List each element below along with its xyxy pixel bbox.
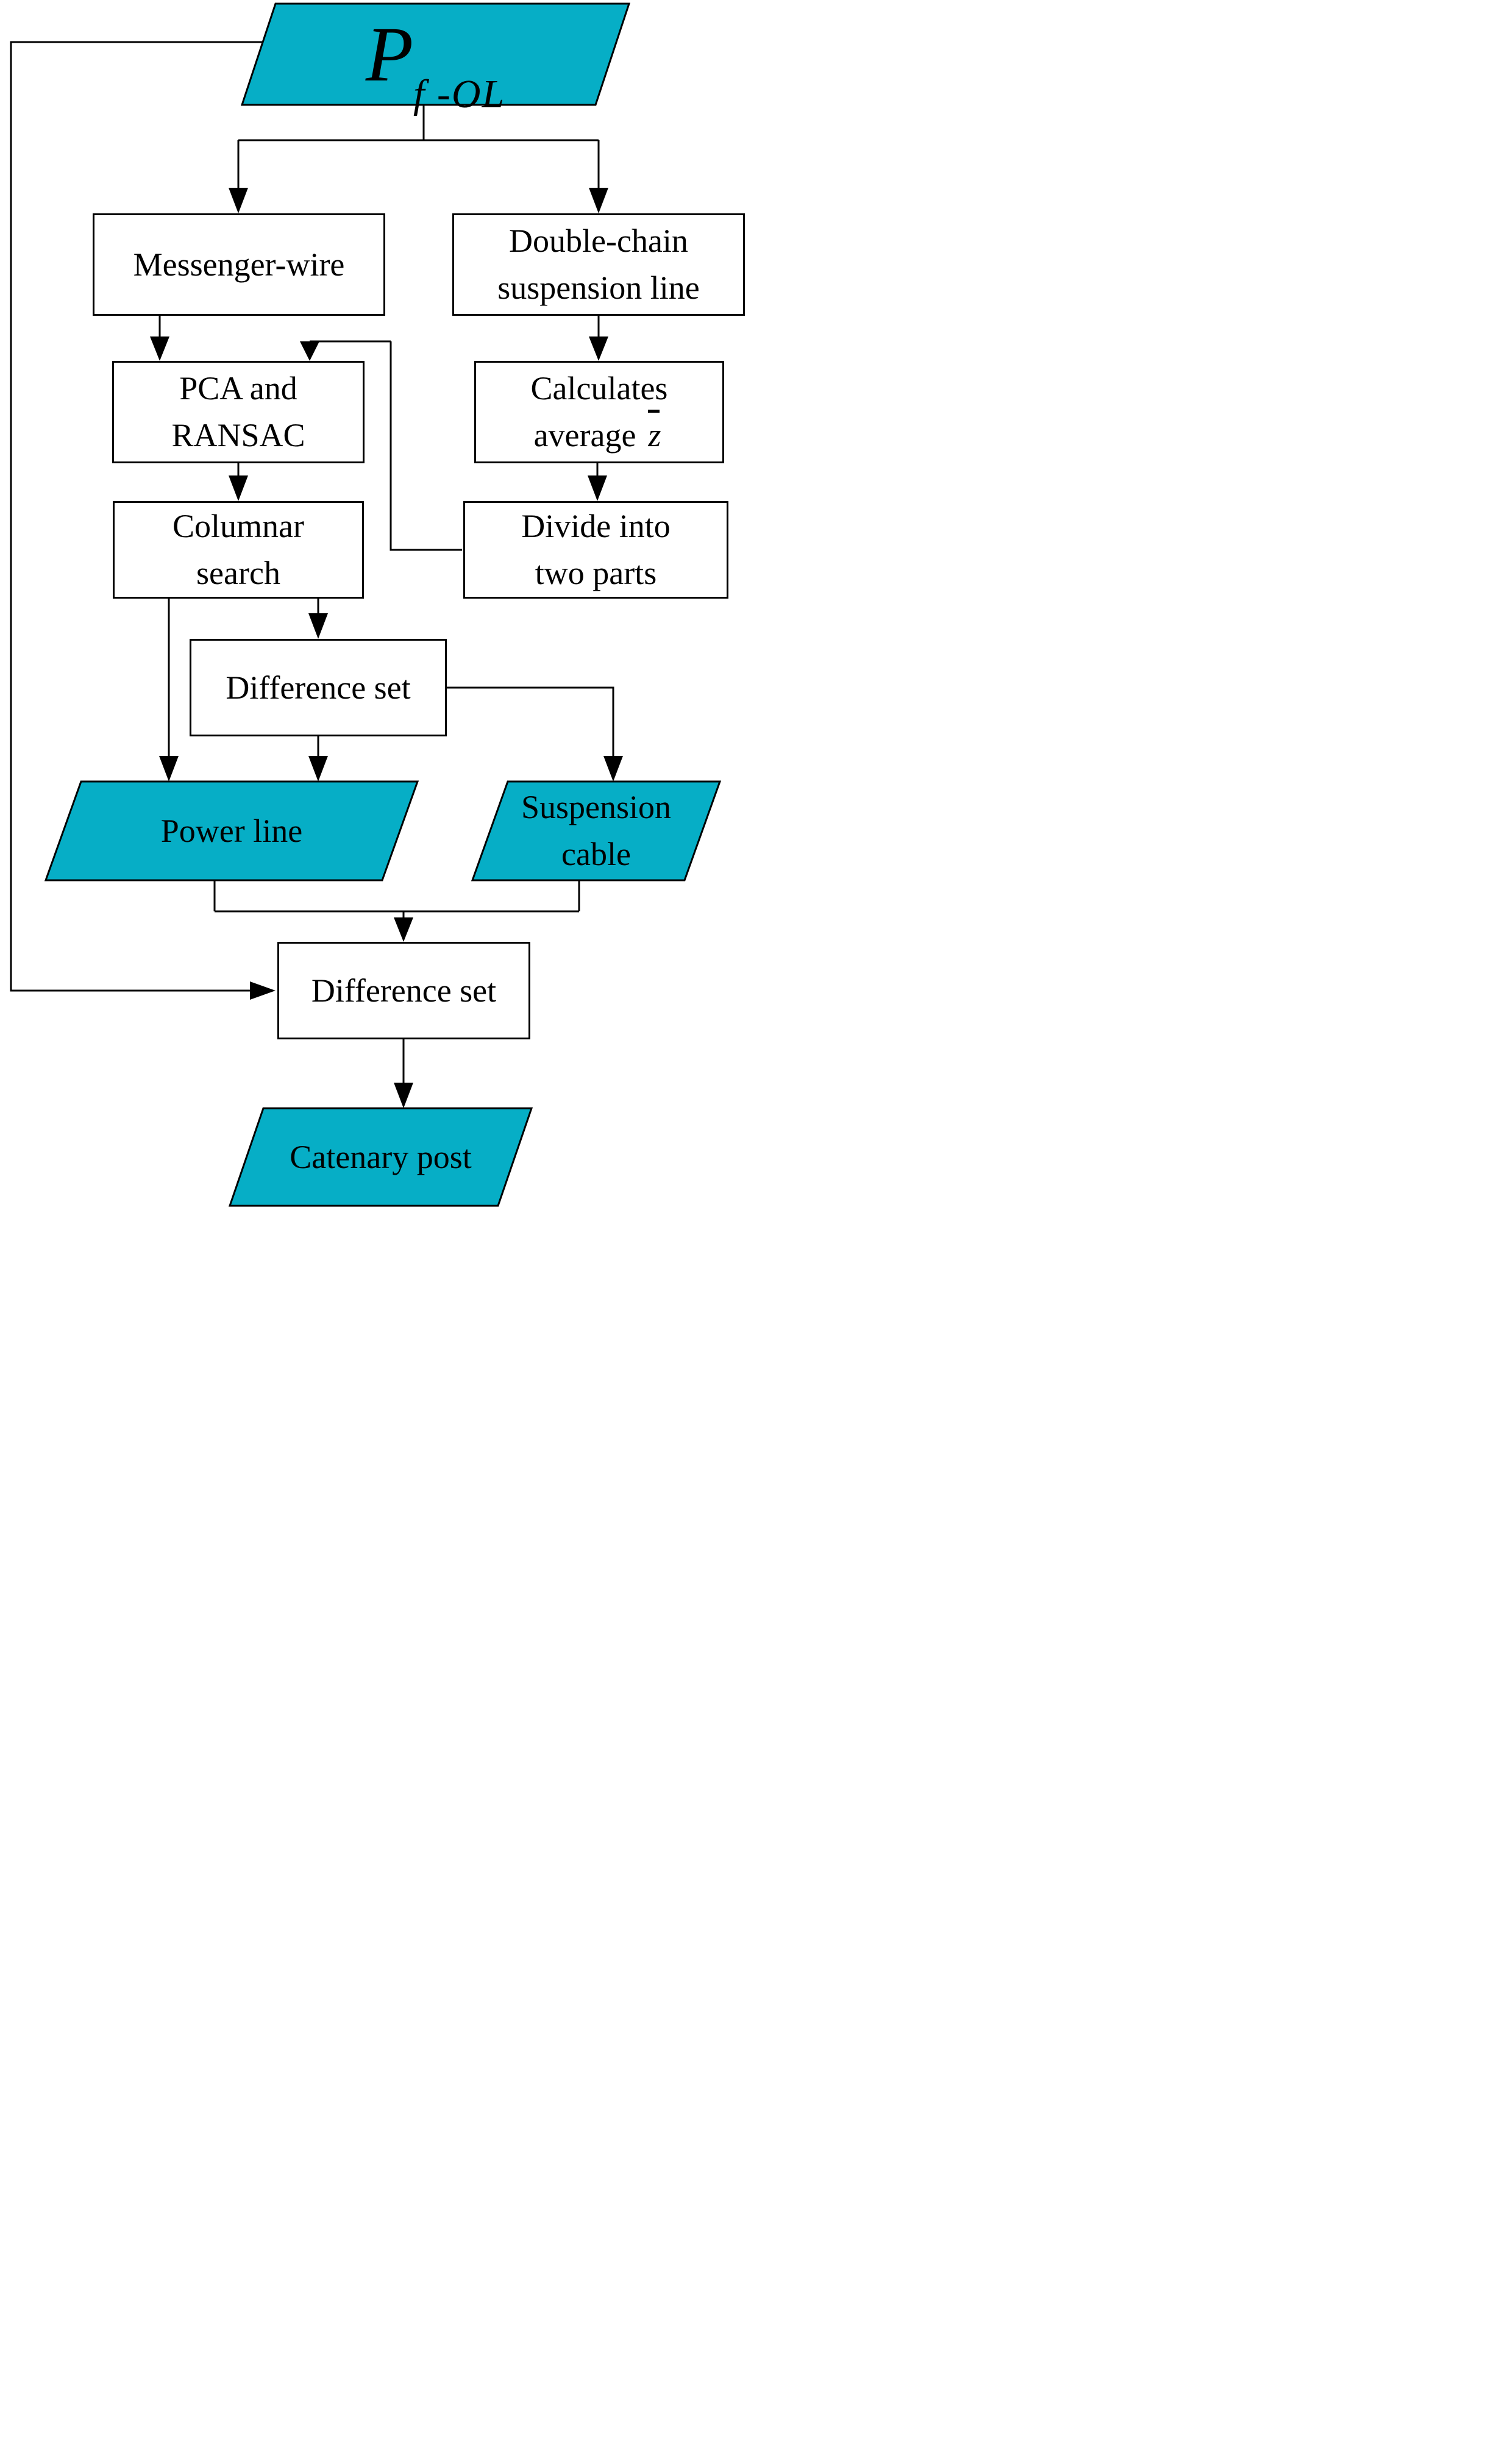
double-chain-line1: Double-chain (509, 223, 688, 260)
pfol-subscript: f -OL (413, 72, 506, 116)
arrowhead-into-difference-set-1 (308, 613, 328, 639)
divide-two-parts-box: Divide into two parts (463, 501, 728, 599)
double-chain-line2: suspension line (497, 269, 700, 306)
arrowhead-into-calculates (589, 336, 608, 361)
pca-line1: PCA and (179, 370, 297, 407)
arrowhead-into-catenary (394, 1083, 413, 1108)
catenary-post-node: Catenary post (230, 1108, 532, 1206)
connector-layer (10, 2, 722, 1207)
arrowhead-into-difference-set-2-top (394, 917, 413, 942)
flowchart-canvas: Pf -OL Messenger-wire Double-chain suspe… (0, 0, 752, 1232)
edge-difference-set-1-to-suspension (442, 686, 614, 757)
difference-set-2-label: Difference set (311, 972, 497, 1009)
calculates-line1: Calculates (530, 370, 668, 407)
suspension-cable-node: Suspension cable (472, 782, 720, 880)
power-line-label: Power line (160, 812, 303, 849)
pfol-node: Pf -OL (242, 4, 629, 115)
arrowhead-into-divide (588, 475, 607, 501)
edge-pfol-feedback-loop (10, 41, 263, 992)
arrowhead-into-pca-left (150, 336, 169, 361)
arrowhead-into-suspension-cable (603, 756, 623, 782)
catenary-post-parallelogram (228, 1107, 533, 1207)
pca-line2: RANSAC (171, 417, 305, 454)
pfol-symbol: P (365, 11, 413, 98)
pfol-parallelogram (240, 2, 631, 106)
arrowhead-into-columnar (229, 475, 248, 501)
suspension-cable-line2: cable (561, 836, 631, 872)
power-line-node: Power line (46, 782, 418, 880)
average-text: average (533, 417, 636, 454)
suspension-cable-parallelogram (471, 780, 722, 881)
z-bar-symbol: z (644, 417, 664, 454)
catenary-post-label: Catenary post (290, 1138, 472, 1175)
arrowhead-into-messenger (229, 188, 248, 213)
arrowhead-into-pca-right (300, 341, 319, 361)
arrowhead-into-double-chain (589, 188, 608, 213)
suspension-cable-line1: Suspension (521, 789, 672, 826)
arrowhead-into-difference-set-2-left (250, 981, 276, 1000)
power-line-parallelogram (44, 780, 419, 881)
edge-bracket-to-divide (390, 341, 462, 551)
difference-set-1-box: Difference set (190, 639, 447, 736)
columnar-line1: Columnar (173, 508, 304, 545)
columnar-line2: search (196, 555, 280, 591)
arrowhead-into-power-line-left (159, 756, 179, 782)
columnar-search-box: Columnar search (113, 501, 364, 599)
messenger-wire-box: Messenger-wire (93, 213, 385, 316)
double-chain-box: Double-chain suspension line (452, 213, 745, 316)
divide-line2: two parts (535, 555, 657, 591)
pfol-label: Pf -OL (366, 15, 505, 115)
difference-set-2-box: Difference set (277, 942, 530, 1039)
difference-set-1-label: Difference set (226, 669, 411, 706)
pca-ransac-box: PCA and RANSAC (112, 361, 365, 463)
arrowhead-into-power-line-right (308, 756, 328, 782)
divide-line1: Divide into (521, 508, 671, 545)
messenger-wire-label: Messenger-wire (133, 246, 345, 283)
